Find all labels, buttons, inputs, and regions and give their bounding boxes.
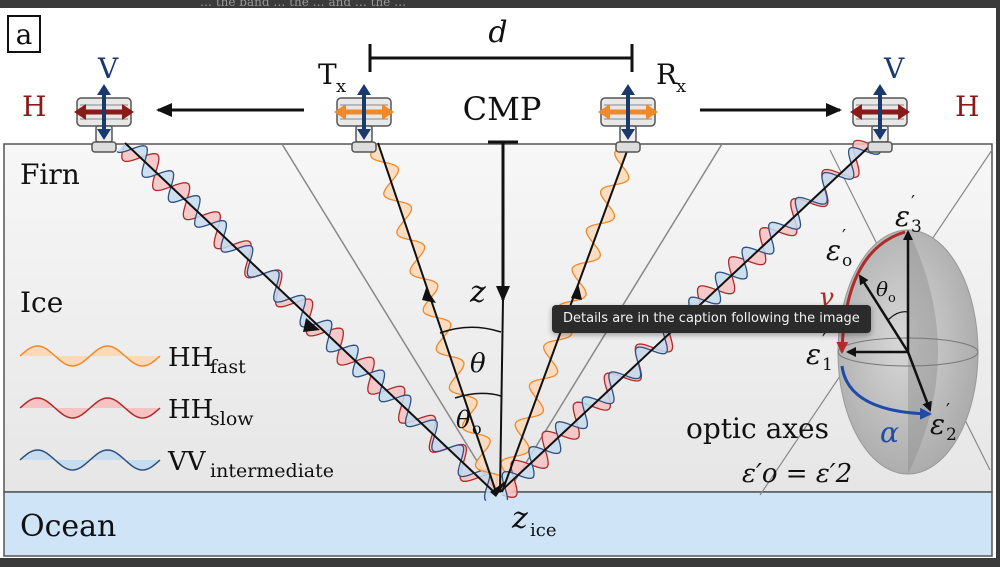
pol-arrows-far-right xyxy=(850,84,910,140)
v-label-left: V xyxy=(97,52,119,85)
cmp-label: CMP xyxy=(463,90,542,128)
ice-label: Ice xyxy=(20,286,63,319)
legend: HH fast HH slow VV intermediate xyxy=(19,343,334,482)
rx-sub: x xyxy=(676,76,686,97)
legend-hhslow-sub: slow xyxy=(210,408,254,430)
optic-axes-equation: ε′o = ε′2 xyxy=(742,459,852,489)
ocean-layer xyxy=(3,491,993,557)
eps2-label: ε xyxy=(930,408,945,441)
zice-arrowhead xyxy=(490,480,507,497)
h-label-left: H xyxy=(22,90,46,123)
bottom-strip xyxy=(0,558,1000,563)
firn-label: Firn xyxy=(20,158,80,191)
optic-ellipsoid: ε 3 ′ ε o ′ θ o γ ε 1 ′ ε 2 ′ α optic ax… xyxy=(686,192,979,489)
zice-label: z xyxy=(511,501,528,536)
legend-wave-hhfast xyxy=(19,345,161,367)
legend-vv-label: VV xyxy=(167,447,207,477)
eps3-label: ε xyxy=(895,200,910,233)
alpha-label: α xyxy=(880,416,899,449)
pol-arrows-far-left xyxy=(74,84,134,140)
rx-label: R xyxy=(656,58,678,91)
ellipsoid-theta-sub: o xyxy=(888,291,896,306)
theta-o-sub: o xyxy=(472,419,482,438)
h-label-right: H xyxy=(955,90,979,123)
tx-sub: x xyxy=(336,76,346,97)
ellipsoid-theta-label: θ xyxy=(876,277,888,301)
eps1-sub: 1 xyxy=(822,355,833,375)
d-label: d xyxy=(488,15,507,50)
caption-tooltip: Details are in the caption following the… xyxy=(552,305,871,333)
zice-sub: ice xyxy=(530,520,557,541)
right-strip xyxy=(996,8,1000,563)
eps3-sub: 3 xyxy=(911,217,922,237)
legend-hhslow-label: HH xyxy=(168,395,213,425)
legend-hhfast-label: HH xyxy=(168,343,213,373)
panel-label-box xyxy=(7,15,41,53)
eps1-label: ε xyxy=(806,338,821,371)
ray-outer-left xyxy=(124,142,495,493)
epso-sub: o xyxy=(842,251,852,271)
epso-axis xyxy=(858,274,910,353)
theta-label: θ xyxy=(470,349,486,379)
eps2-prime: ′ xyxy=(946,400,950,421)
ray-inner-left xyxy=(377,142,497,493)
theta-o-arc xyxy=(454,392,502,399)
legend-vv-sub: intermediate xyxy=(210,460,334,482)
alpha-arc xyxy=(840,365,932,420)
ray-arrow-3 xyxy=(571,283,582,300)
top-strip xyxy=(0,0,1000,8)
epso-label: ε xyxy=(826,234,841,267)
theta-o-label: θ xyxy=(456,406,471,434)
optic-axes-caption: optic axes xyxy=(686,412,829,445)
legend-hhfast-sub: fast xyxy=(210,356,246,378)
eps2-sub: 2 xyxy=(946,425,957,445)
theta-arc xyxy=(439,326,502,334)
legend-wave-hhslow xyxy=(19,397,161,419)
center-line xyxy=(499,299,504,493)
tx-label: T xyxy=(318,58,337,91)
z-label: z xyxy=(469,275,486,310)
eps1-prime: ′ xyxy=(822,330,826,351)
epso-prime: ′ xyxy=(842,226,846,247)
pol-arrows-rx xyxy=(598,84,658,140)
eps3-prime: ′ xyxy=(911,192,915,213)
ray-arrow-2 xyxy=(422,288,436,303)
wave-outer-left-vv xyxy=(116,145,491,502)
top-strip-text: … the band … the … and … the … xyxy=(200,0,406,9)
panel-label: a xyxy=(16,18,33,51)
guide-line-left xyxy=(281,143,497,493)
ellipsoid-theta-arc xyxy=(887,311,909,321)
legend-wave-vv xyxy=(19,449,161,471)
ray-arrow-1 xyxy=(303,318,320,332)
eps2-axis xyxy=(906,351,932,412)
v-label-right: V xyxy=(883,52,905,85)
pol-arrows-tx xyxy=(334,84,394,140)
ocean-label: Ocean xyxy=(20,509,116,544)
